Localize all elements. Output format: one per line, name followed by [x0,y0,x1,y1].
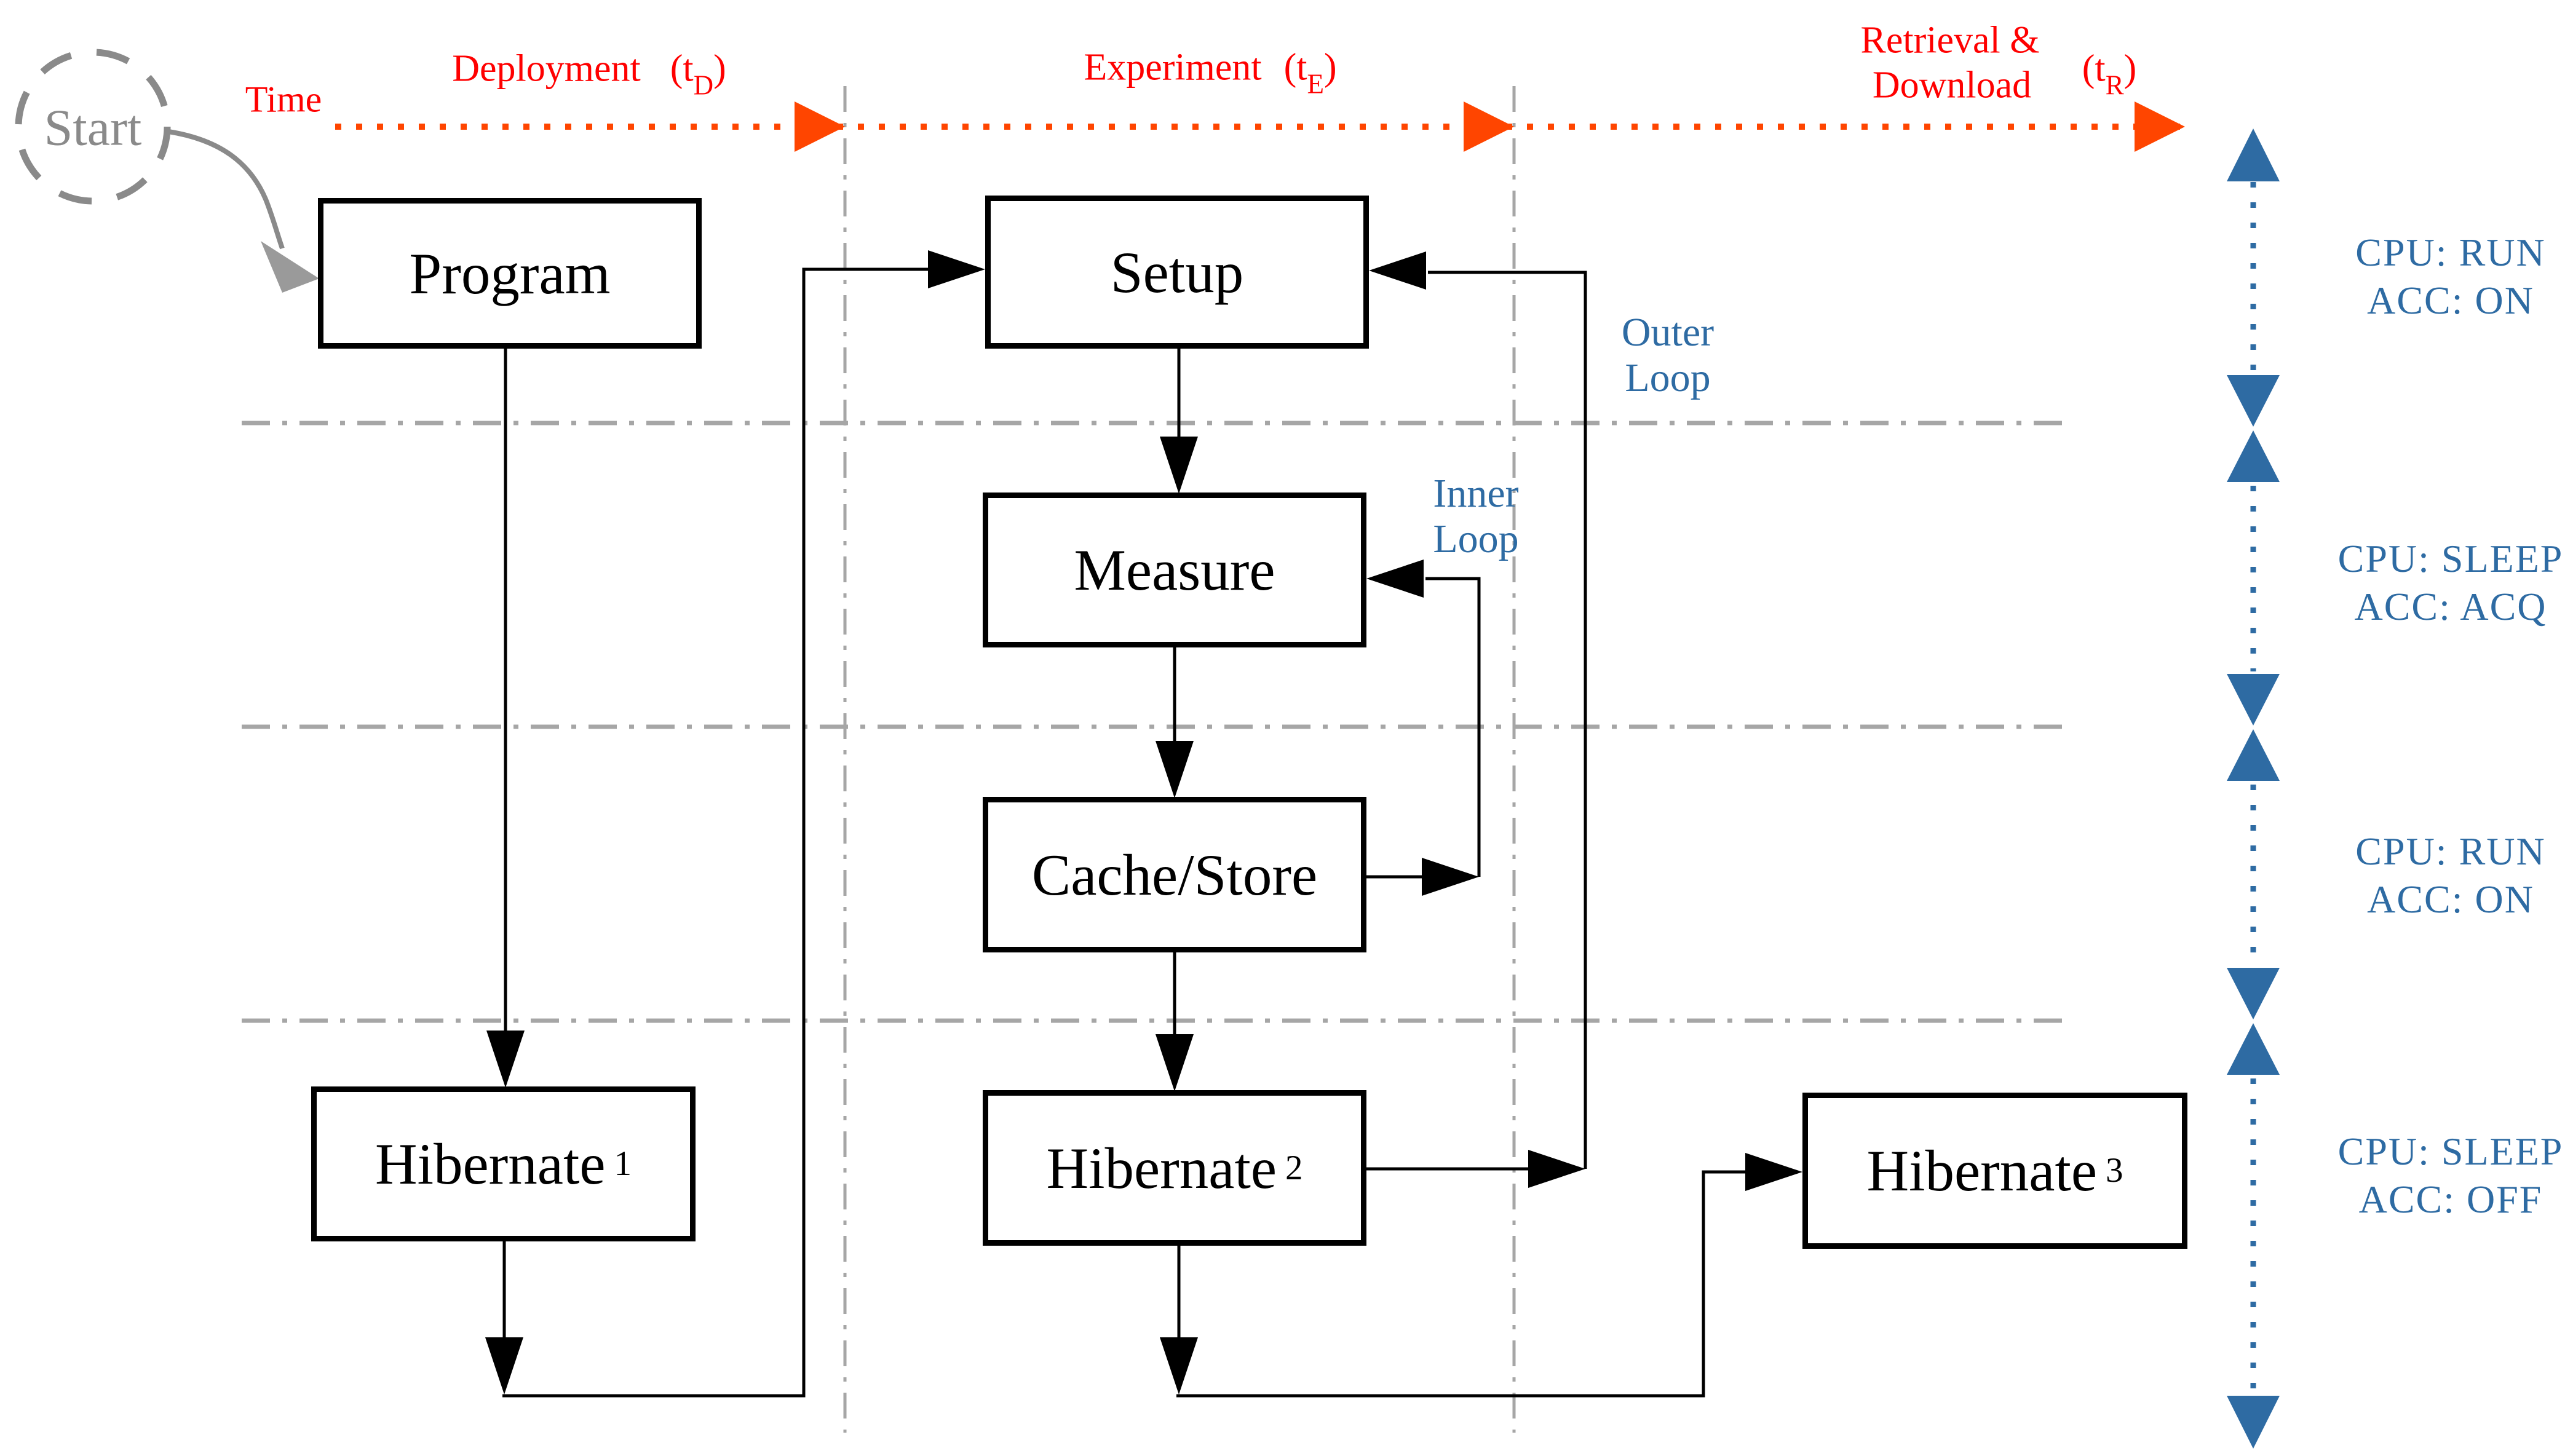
outer-loop-label-line1: Outer [1621,310,1715,355]
inner-loop-label-line2: Loop [1433,516,1519,561]
phase-deployment-close: ) [713,47,726,90]
arrowhead-into-measure-right [1366,560,1424,598]
flow-connectors [502,267,1748,1398]
phase-deployment-subscript: D [693,69,714,101]
node-measure-label: Measure [1074,537,1275,603]
state-arrow-top-up [2227,129,2280,181]
phase-experiment-subscript: E [1307,68,1324,100]
connector-hibernate2-to-hibernate3 [1176,1170,1748,1398]
start-label: Start [44,99,142,157]
node-cache-store-label: Cache/Store [1031,842,1318,908]
state-label-4: CPU: SLEEP ACC: OFF [2338,1128,2564,1224]
state-hourglass1-up [2227,430,2280,482]
phase-label-retrieval-line1: Retrieval & [1860,19,2040,61]
arrowhead-into-setup-right [1369,251,1426,290]
state-hourglass2-up [2227,729,2280,781]
time-axis [335,101,2185,152]
time-axis-label: Time [245,79,322,120]
start-curve [168,129,285,250]
state-label-1-line2: ACC: ON [2367,279,2534,322]
phase-label-experiment: Experiment (tE) [1084,46,1337,98]
node-hibernate1-label: Hibernate [375,1131,606,1197]
phase-experiment-word: Experiment [1084,46,1262,89]
state-hourglass3-down [2227,968,2280,1019]
state-timeline [2227,129,2280,1449]
connector-outerloop-to-setup [1428,271,1587,1169]
state-label-3: CPU: RUN ACC: ON [2355,828,2545,924]
state-label-1-line1: CPU: RUN [2355,231,2546,274]
flow-arrowheads [485,250,1802,1395]
phase-retrieval-open: (t [2082,47,2106,90]
arrowhead-into-measure [1160,437,1198,494]
state-label-2-line1: CPU: SLEEP [2337,537,2564,580]
state-label-1: CPU: RUN ACC: ON [2355,229,2545,325]
arrowhead-into-hibernate3 [1745,1153,1802,1191]
connector-hibernate1-to-setup [502,267,930,1398]
start-arrowhead [261,241,319,293]
state-label-4-line2: ACC: OFF [2358,1177,2543,1221]
arrowhead-into-hibernate1 [486,1031,525,1088]
node-hibernate2-label: Hibernate [1046,1135,1277,1201]
arrowhead-hibernate1-bottom [485,1337,523,1395]
state-label-3-line1: CPU: RUN [2355,829,2546,873]
time-axis-arrowhead-deployment [795,101,845,152]
phase-guide-lines [843,86,1516,1433]
outer-loop-label: Outer Loop [1622,310,1714,401]
phase-experiment-close: ) [1323,46,1337,89]
arrowhead-hibernate2-bottom [1160,1337,1198,1395]
node-setup: Setup [985,196,1369,349]
phase-experiment-open: (t [1283,46,1307,89]
node-program-label: Program [409,240,611,306]
state-label-4-line1: CPU: SLEEP [2337,1130,2564,1173]
outer-loop-label-line2: Loop [1625,355,1711,400]
phase-deployment-word: Deployment [452,47,641,90]
node-hibernate3-label: Hibernate [1866,1138,2098,1203]
state-label-2: CPU: SLEEP ACC: ACQ [2338,535,2564,631]
state-label-3-line2: ACC: ON [2367,877,2534,921]
state-label-2-line2: ACC: ACQ [2354,585,2547,628]
state-hourglass1-down [2227,375,2280,427]
phase-retrieval-subscript: R [2105,69,2124,101]
node-cache-store: Cache/Store [983,797,1366,952]
state-hourglass2-down [2227,674,2280,726]
node-setup-label: Setup [1110,239,1244,305]
arrowhead-outerloop-junction [1528,1150,1585,1188]
state-band-separators [242,421,2068,1023]
start-circle [15,49,171,205]
arrowhead-into-setup-left [928,250,985,288]
time-axis-arrowhead-experiment [1464,101,1514,152]
arrowhead-into-cache [1156,741,1194,798]
phase-label-deployment: Deployment (tD) [452,47,726,100]
node-measure: Measure [983,493,1366,647]
arrowhead-into-hibernate2 [1156,1034,1194,1091]
phase-deployment-open: (t [670,47,694,90]
arrowhead-innerloop-junction [1422,858,1479,896]
start-node-graphics [15,49,319,293]
node-program: Program [318,198,702,349]
inner-loop-label: Inner Loop [1433,471,1518,562]
phase-retrieval-close: ) [2123,47,2137,90]
phase-label-retrieval-line2: Download [1872,64,2032,106]
connector-innerloop-to-measure [1425,577,1481,877]
state-arrow-bottom-down [2227,1396,2280,1449]
state-hourglass3-up [2227,1023,2280,1075]
phase-label-retrieval-tvar: (tR) [2082,47,2137,100]
time-axis-arrowhead-retrieval [2135,101,2185,152]
inner-loop-label-line1: Inner [1433,471,1519,516]
